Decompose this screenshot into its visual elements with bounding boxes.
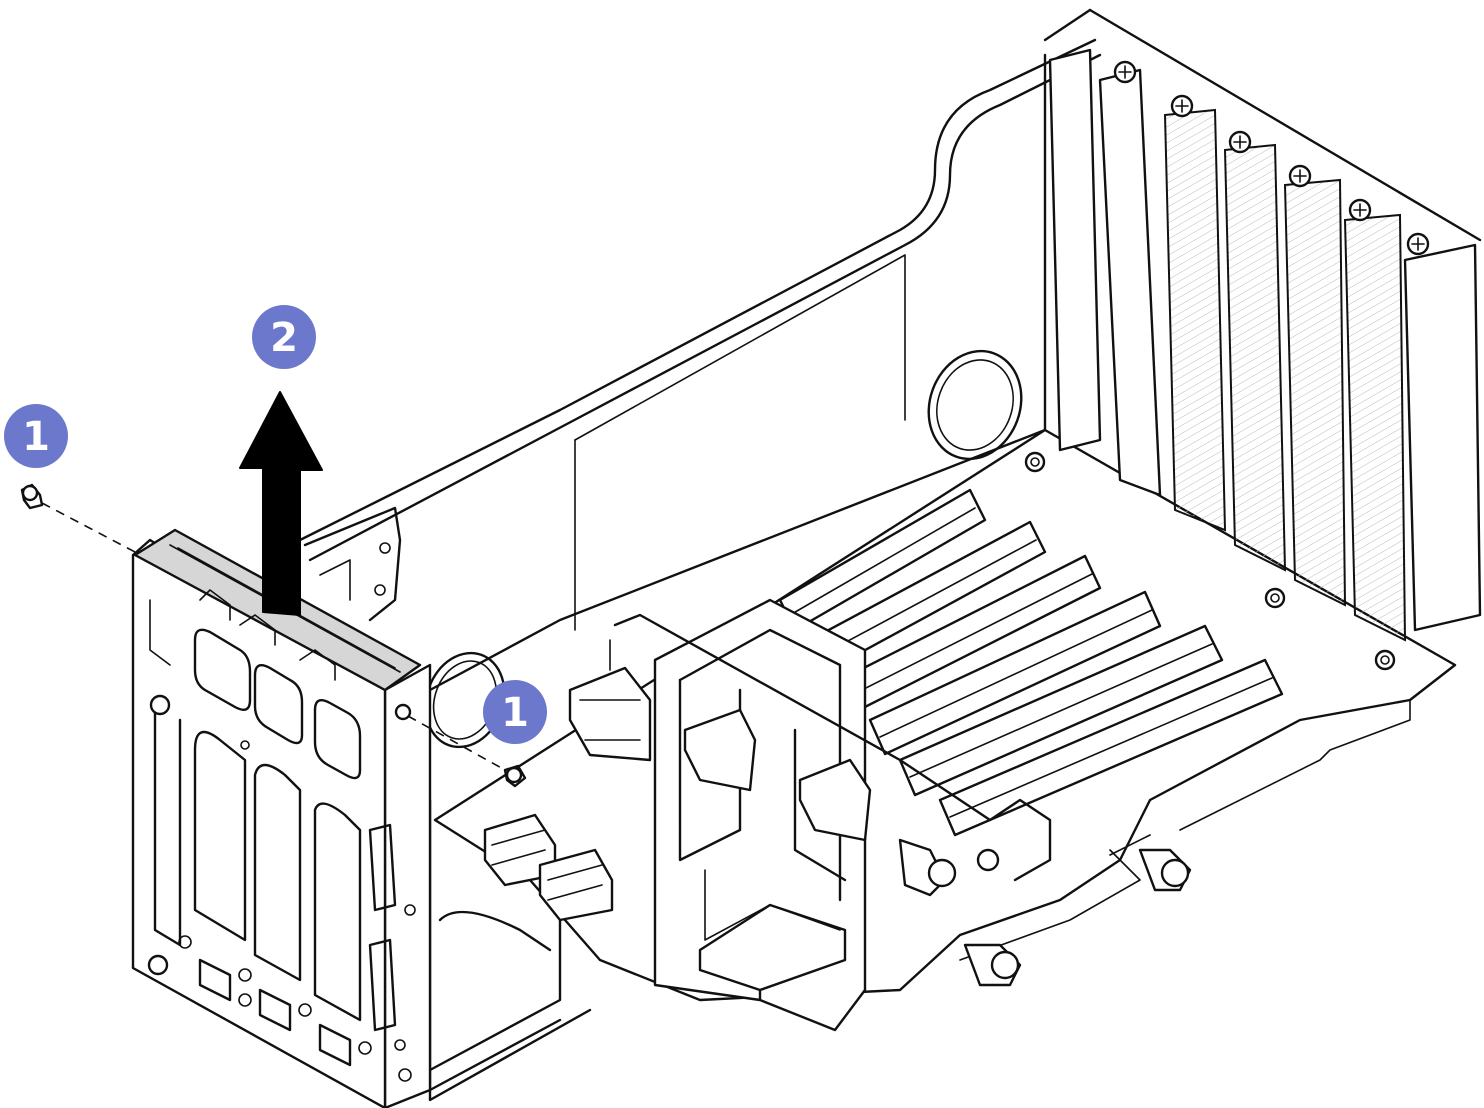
standoffs [898, 834, 1192, 987]
callout-1-right: 1 [483, 680, 547, 744]
standoff-pin [1138, 848, 1192, 892]
up-arrow-icon [239, 391, 323, 616]
standoff-pin [898, 838, 957, 897]
callout-badge [252, 305, 316, 369]
bracket-screw [1406, 232, 1430, 256]
callout-badge [483, 680, 547, 744]
bracket-screw [1113, 60, 1137, 84]
standoff-pin [963, 943, 1022, 987]
bracket-screw [1348, 198, 1372, 222]
screw-right [503, 764, 527, 788]
callout-label: 2 [270, 315, 298, 361]
board-screw [1264, 587, 1286, 609]
bracket-screw [1288, 164, 1312, 188]
board-screw [1024, 451, 1046, 473]
bracket-screw [1170, 94, 1194, 118]
screw-path-right [407, 715, 506, 771]
callout-1-left: 1 [4, 404, 68, 468]
bracket-screw [1228, 130, 1252, 154]
board-screw [1374, 649, 1396, 671]
board-connectors [483, 666, 872, 922]
riser-handle [609, 598, 1052, 1032]
callout-label: 1 [501, 690, 529, 736]
callout-label: 1 [22, 414, 50, 460]
pcie-brackets [1043, 8, 1482, 642]
callout-badge [4, 404, 68, 468]
screw-left [20, 483, 44, 510]
callout-2-top: 2 [252, 305, 316, 369]
screw-path-left [41, 502, 136, 553]
standoff-pin [976, 848, 1000, 872]
pcie-slots [778, 488, 1284, 837]
